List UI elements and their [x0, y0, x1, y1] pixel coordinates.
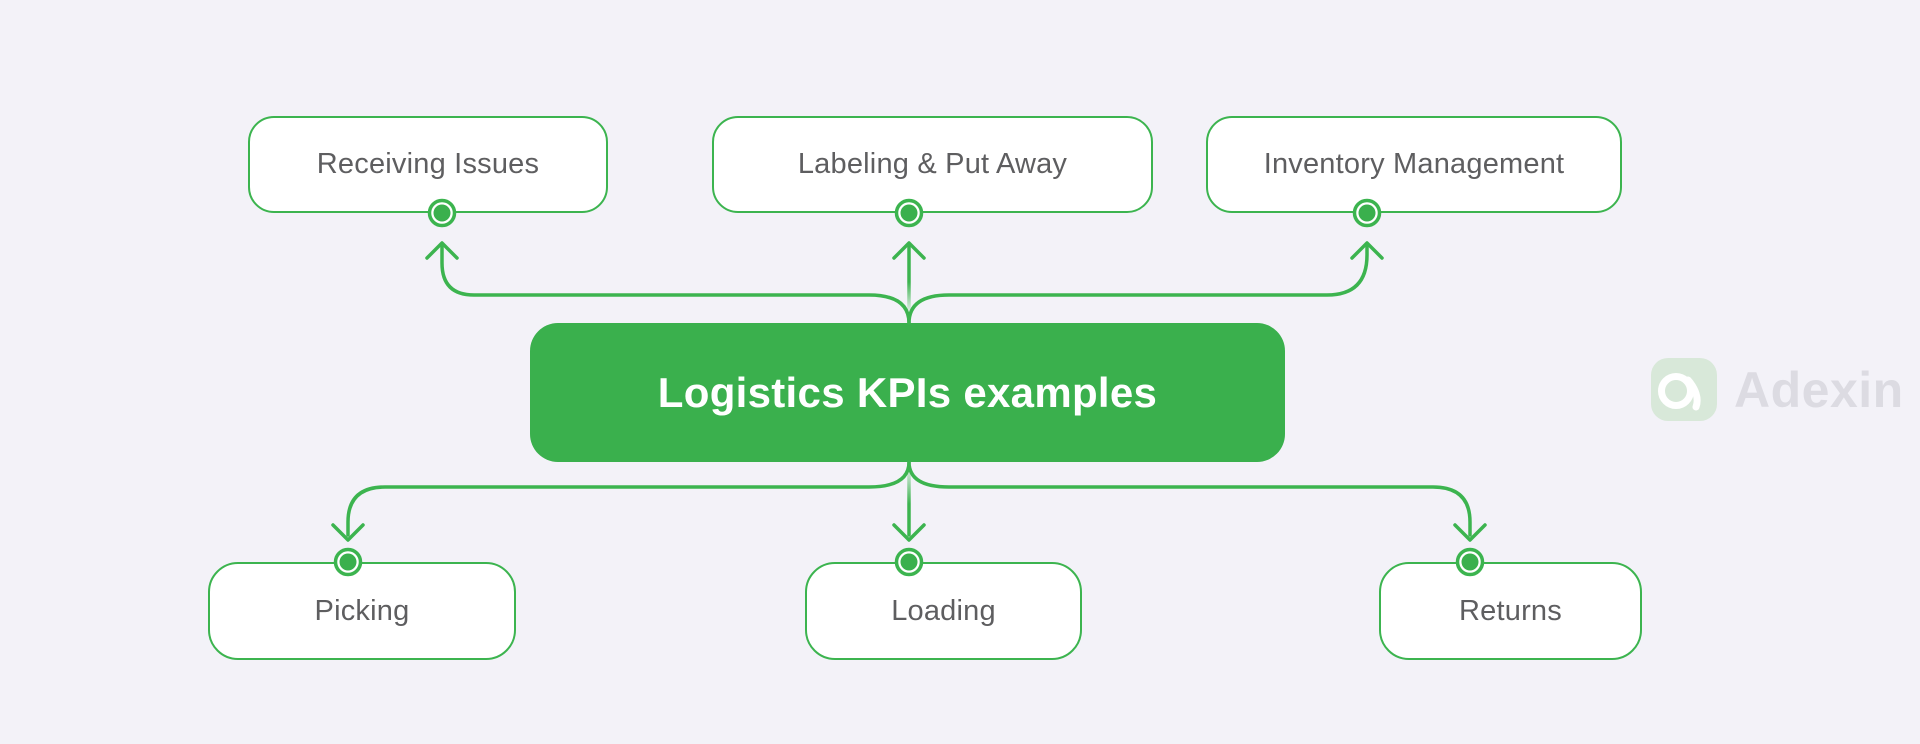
arrowhead-inventory-management: [1350, 241, 1384, 260]
node-receiving-issues-label: Receiving Issues: [316, 148, 540, 180]
adexin-logo-tile: [1651, 358, 1717, 421]
edge-center-to-returns: [907, 460, 1472, 537]
node-loading: Loading: [805, 562, 1082, 660]
adexin-logo: Adexin: [1651, 358, 1904, 421]
node-returns-label: Returns: [1459, 594, 1562, 627]
node-returns: Returns: [1379, 562, 1642, 660]
edge-center-to-picking: [346, 460, 911, 537]
arrowhead-picking: [331, 523, 365, 542]
node-labeling-put-away: Labeling & Put Away: [712, 116, 1153, 213]
node-logistics-kpis-examples: Logistics KPIs examples: [530, 323, 1285, 462]
node-inventory-management-label: Inventory Management: [1263, 148, 1565, 180]
arrowhead-returns: [1453, 523, 1487, 542]
node-labeling-put-away-label: Labeling & Put Away: [797, 148, 1068, 180]
arrowhead-labeling-put-away: [892, 241, 926, 260]
edge-center-to-inventory-management: [907, 245, 1369, 325]
node-receiving-issues: Receiving Issues: [248, 116, 608, 213]
arrowhead-loading: [892, 523, 926, 542]
diagram-title: Logistics KPIs examples: [657, 368, 1158, 416]
node-picking: Picking: [208, 562, 516, 660]
adexin-a-icon: [1658, 373, 1701, 411]
adexin-logo-text: Adexin: [1734, 361, 1904, 418]
arrowhead-receiving-issues: [425, 241, 459, 260]
node-loading-label: Loading: [891, 594, 996, 627]
node-picking-label: Picking: [314, 594, 410, 627]
edge-center-to-receiving-issues: [440, 245, 911, 325]
node-inventory-management: Inventory Management: [1206, 116, 1622, 213]
